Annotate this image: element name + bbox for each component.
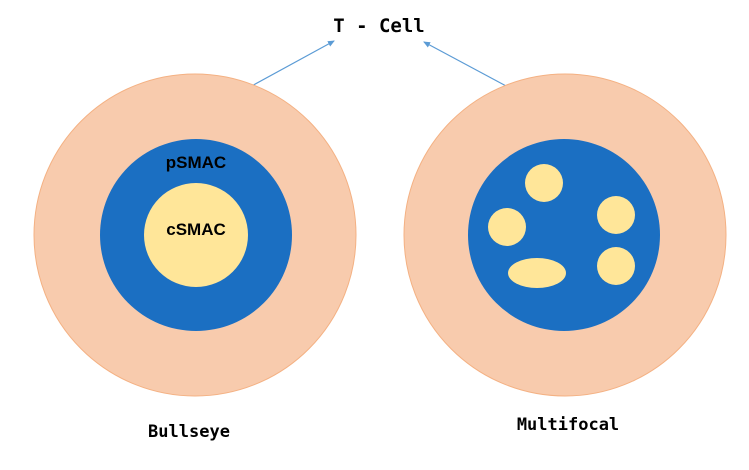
multifocal-cluster: [508, 258, 566, 288]
multifocal-cluster: [597, 247, 635, 285]
multifocal-cluster: [525, 164, 563, 202]
multifocal-label: Multifocal: [517, 415, 619, 435]
multifocal-cluster: [488, 208, 526, 246]
multifocal-synapse: [403, 73, 727, 397]
title-t-cell: T - Cell: [333, 15, 425, 37]
psmac-label: pSMAC: [166, 153, 226, 172]
bullseye-label: Bullseye: [148, 422, 230, 442]
arrow-multifocal-to-title: [423, 41, 509, 88]
csmac-label: cSMAC: [166, 220, 226, 239]
arrow-bullseye-to-title: [247, 40, 335, 89]
multifocal-cluster: [597, 196, 635, 234]
bullseye-synapse: pSMAC cSMAC: [33, 73, 357, 397]
bullseye-csmac-center: [144, 183, 248, 287]
